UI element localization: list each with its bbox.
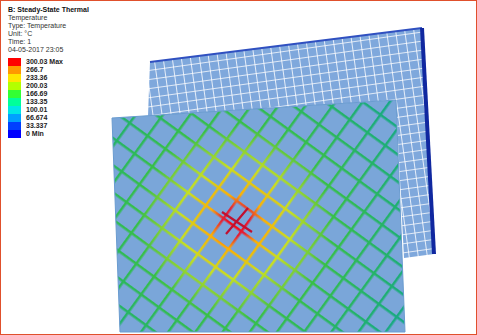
legend-swatch	[8, 122, 21, 130]
legend-value: 100.01	[26, 106, 47, 114]
legend-value: 33.337	[26, 122, 47, 130]
legend-row: 200.03	[8, 82, 63, 90]
result-info: Temperature	[8, 14, 89, 22]
legend-swatch	[8, 98, 21, 106]
result-info: 04-05-2017 23:05	[8, 46, 89, 54]
legend-value: 0 Min	[26, 130, 44, 138]
legend-row: 0 Min	[8, 130, 63, 138]
legend-row: 100.01	[8, 106, 63, 114]
legend-swatch	[8, 130, 21, 138]
result-info: Unit: °C	[8, 30, 89, 38]
result-info: Time: 1	[8, 38, 89, 46]
legend-value: 266.7	[26, 66, 44, 74]
legend-row: 66.674	[8, 114, 63, 122]
legend-value: 200.03	[26, 82, 47, 90]
legend-value: 233.36	[26, 74, 47, 82]
legend-swatch	[8, 66, 21, 74]
legend-row: 33.337	[8, 122, 63, 130]
legend-swatch	[8, 74, 21, 82]
result-title: B: Steady-State Thermal	[8, 6, 89, 14]
legend-swatch	[8, 90, 21, 98]
result-info: Type: Temperature	[8, 22, 89, 30]
result-header: B: Steady-State ThermalTemperatureType: …	[8, 6, 89, 54]
legend-row: 233.36	[8, 74, 63, 82]
color-legend: 300.03 Max266.7233.36200.03166.69133.351…	[8, 58, 63, 138]
legend-swatch	[8, 114, 21, 122]
legend-swatch	[8, 82, 21, 90]
legend-value: 300.03 Max	[26, 58, 63, 66]
legend-row: 266.7	[8, 66, 63, 74]
legend-row: 300.03 Max	[8, 58, 63, 66]
legend-value: 166.69	[26, 90, 47, 98]
legend-value: 133.35	[26, 98, 47, 106]
front-panel	[100, 90, 420, 335]
legend-swatch	[8, 58, 21, 66]
legend-row: 166.69	[8, 90, 63, 98]
legend-swatch	[8, 106, 21, 114]
legend-row: 133.35	[8, 98, 63, 106]
legend-value: 66.674	[26, 114, 47, 122]
